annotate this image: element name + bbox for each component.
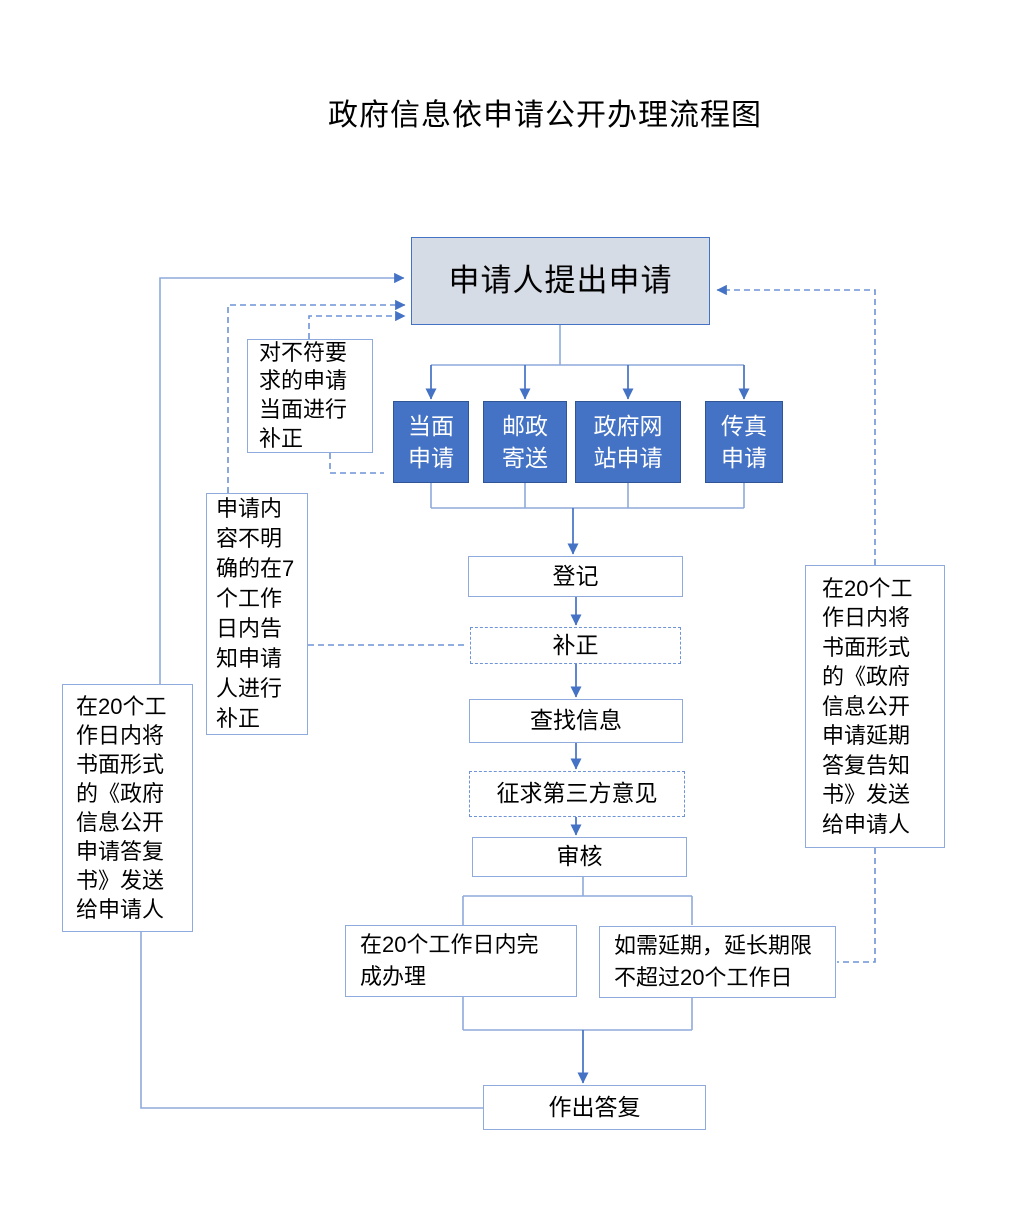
node-applicant-submit: 申请人提出申请	[411, 237, 710, 325]
note-extension-letter: 在20个工 作日内将 书面形式 的《政府 信息公开 申请延期 答复告知 书》发送…	[805, 565, 945, 848]
page-title: 政府信息依申请公开办理流程图	[328, 99, 762, 132]
node-complete-20days: 在20个工作日内完 成办理	[345, 925, 577, 997]
node-review: 审核	[472, 837, 687, 877]
node-channel-website: 政府网 站申请	[575, 401, 681, 483]
node-channel-postal: 邮政 寄送	[483, 401, 567, 483]
note-onsite-correction: 对不符要 求的申请 当面进行 补正	[247, 339, 373, 453]
note-unclear-content: 申请内 容不明 确的在7 个工作 日内告 知申请 人进行 补正	[206, 493, 308, 735]
node-supplement: 补正	[470, 627, 681, 664]
node-channel-fax: 传真 申请	[705, 401, 783, 483]
node-third-party-opinion: 征求第三方意见	[469, 771, 685, 817]
node-extension: 如需延期，延长期限 不超过20个工作日	[599, 926, 836, 998]
node-channel-inperson: 当面 申请	[393, 401, 469, 483]
note-reply-letter: 在20个工 作日内将 书面形式 的《政府 信息公开 申请答复 书》发送 给申请人	[62, 684, 193, 932]
node-search-info: 查找信息	[469, 699, 683, 743]
node-register: 登记	[468, 556, 683, 597]
node-make-reply: 作出答复	[483, 1085, 706, 1130]
